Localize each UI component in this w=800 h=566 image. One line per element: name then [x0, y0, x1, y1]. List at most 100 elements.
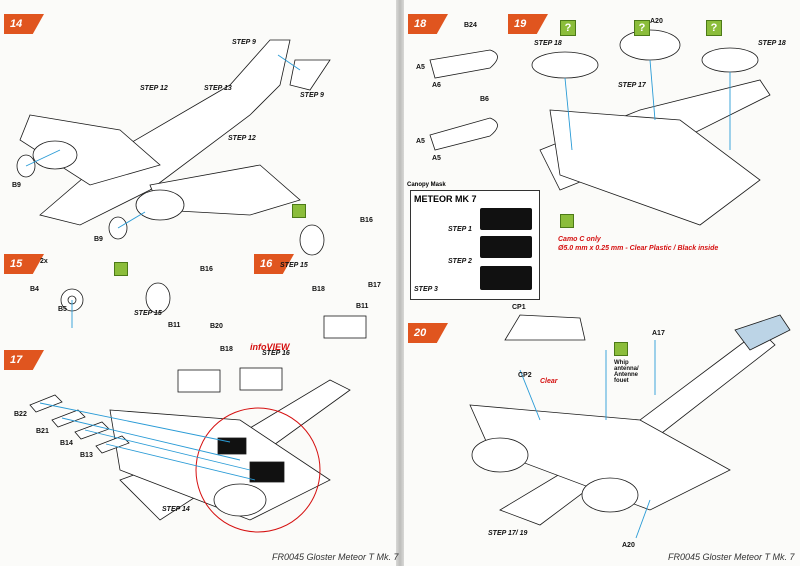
panel-b13 — [95, 435, 130, 454]
step19-tank-mid — [619, 29, 681, 61]
gear-bay-c — [323, 315, 367, 339]
label-a5b: A5 — [416, 138, 425, 145]
mask-step1: STEP 1 — [448, 226, 472, 233]
hand-tip-icon-3 — [560, 214, 574, 228]
label-b20: B20 — [210, 323, 223, 330]
step20-canopy — [504, 314, 586, 341]
step-flag-18: 18 — [408, 14, 448, 34]
canopy-mask-heading: METEOR MK 7 — [414, 194, 477, 204]
label-b9b: B9 — [94, 236, 103, 243]
step-flag-19: 19 — [508, 14, 548, 34]
step-flag-17: 17 — [4, 350, 44, 370]
panel-b22 — [29, 394, 63, 413]
gear-well-black-2 — [249, 461, 285, 483]
step20-engine-right — [581, 477, 639, 513]
step18-tank-b — [429, 117, 498, 151]
step18-tank-a — [429, 49, 498, 79]
mask-step2: STEP 2 — [448, 258, 472, 265]
label-qty: 2x — [40, 258, 48, 265]
step20-fin — [734, 314, 791, 351]
mask-panel-3 — [480, 266, 532, 290]
gear-well-black-1 — [217, 437, 247, 455]
question-icon-2: ? — [634, 20, 650, 36]
label-b11a: B11 — [168, 322, 181, 329]
step-flag-15: 15 — [4, 254, 44, 274]
label-b16a: B16 — [200, 266, 213, 273]
step17-engine — [213, 483, 267, 517]
step14-engine-right — [135, 189, 185, 221]
panel-b21 — [51, 409, 86, 428]
label-b22: B22 — [14, 411, 27, 418]
label-cp1: CP1 — [512, 304, 526, 311]
label-b21: B21 — [36, 428, 49, 435]
label-b17: B17 — [368, 282, 381, 289]
label-b13: B13 — [80, 452, 93, 459]
step20-engine-left — [471, 437, 529, 473]
label-step13: STEP 13 — [204, 85, 232, 92]
hand-tip-icon-2 — [114, 262, 128, 276]
step-flag-14: 14 — [4, 14, 44, 34]
label-step9a: STEP 9 — [232, 39, 256, 46]
step14-tailplane — [289, 59, 331, 91]
label-step15b: STEP 15 — [280, 262, 308, 269]
step17-wing — [109, 409, 331, 521]
left-footer: FR0045 Gloster Meteor T Mk. 7 — [272, 552, 399, 562]
right-footer: FR0045 Gloster Meteor T Mk. 7 — [668, 552, 795, 562]
question-icon-3: ? — [706, 20, 722, 36]
label-a20a: A20 — [650, 18, 663, 25]
mask-step3: STEP 3 — [414, 286, 438, 293]
label-step9b: STEP 9 — [300, 92, 324, 99]
step19-tank-right — [701, 47, 759, 73]
canopy-mask-title: Canopy Mask — [407, 182, 446, 188]
label-b4: B4 — [30, 286, 39, 293]
gear-wheel-a — [145, 282, 171, 314]
step14-engine-left — [32, 140, 78, 170]
label-b18b: B18 — [312, 286, 325, 293]
label-step1719: STEP 17/ 19 — [488, 530, 528, 537]
label-step14: STEP 14 — [162, 506, 190, 513]
label-step16: STEP 16 — [262, 350, 290, 357]
mask-panel-2 — [480, 236, 532, 258]
label-b18a: B18 — [220, 346, 233, 353]
label-b24: B24 — [464, 22, 477, 29]
label-b16b: B16 — [360, 217, 373, 224]
clear-spec-note: Ø5.0 mm x 0.25 mm - Clear Plastic / Blac… — [558, 245, 719, 252]
label-b5: B5 — [58, 306, 67, 313]
label-a5c: A5 — [432, 155, 441, 162]
label-step12a: STEP 12 — [140, 85, 168, 92]
panel-b14 — [74, 421, 110, 440]
mask-panel-1 — [480, 208, 532, 230]
infoview-circle — [195, 407, 321, 533]
camo-note: Camo C only — [558, 236, 601, 243]
label-a6: A6 — [432, 82, 441, 89]
gear-bay-b — [239, 367, 283, 391]
step-flag-16: 16 — [254, 254, 294, 274]
label-b11b: B11 — [356, 303, 369, 310]
label-step12b: STEP 12 — [228, 135, 256, 142]
label-clear: Clear — [540, 378, 558, 385]
label-step17: STEP 17 — [618, 82, 646, 89]
label-b6: B6 — [480, 96, 489, 103]
question-icon-1: ? — [560, 20, 576, 36]
label-step18a: STEP 18 — [534, 40, 562, 47]
whip-antenna-note: Whip antenna/ Antenne fouet — [614, 360, 639, 384]
hand-tip-icon-4 — [614, 342, 628, 356]
label-step15a: STEP 15 — [134, 310, 162, 317]
label-cp2: CP2 — [518, 372, 532, 379]
step19-tank-left — [531, 51, 599, 79]
label-step18b: STEP 18 — [758, 40, 786, 47]
step19-wing — [549, 109, 761, 226]
gear-bay-a — [177, 369, 221, 393]
page-gutter — [396, 0, 404, 566]
label-b14: B14 — [60, 440, 73, 447]
gear-wheel-b — [299, 224, 325, 256]
label-a20b: A20 — [622, 542, 635, 549]
label-a17: A17 — [652, 330, 665, 337]
infoview-label: infoVIEW — [250, 342, 290, 352]
label-a5a: A5 — [416, 64, 425, 71]
hand-tip-icon — [292, 204, 306, 218]
step14-wing-left — [19, 114, 161, 186]
label-b9a: B9 — [12, 182, 21, 189]
